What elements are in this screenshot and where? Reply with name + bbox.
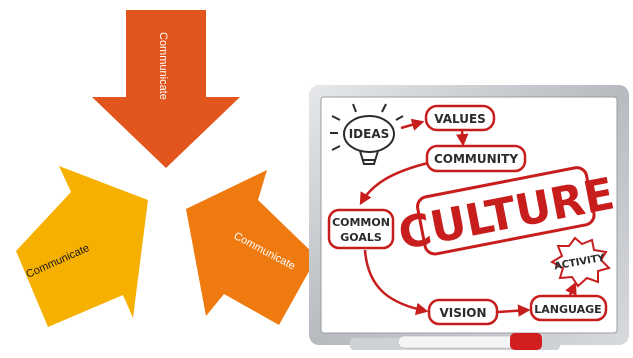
whiteboard: IDEAS VALUES COMMUNITY COMMON GOALS CULT…	[309, 85, 629, 350]
node-values: VALUES	[434, 112, 486, 126]
node-vision: VISION	[439, 306, 486, 320]
node-goals-line2: GOALS	[340, 231, 382, 244]
node-ideas: IDEAS	[349, 127, 390, 141]
whiteboard-surface	[320, 96, 618, 334]
arrow-community-goals	[359, 161, 429, 206]
marker-cap	[510, 333, 542, 350]
arrow-goals-vision	[363, 249, 429, 316]
node-language-border	[529, 294, 608, 322]
node-goals-line1: COMMON	[332, 216, 390, 229]
marker-body	[397, 335, 517, 349]
communicate-arrow-top: Communicate	[92, 10, 240, 168]
arrow-vision-language	[497, 304, 531, 317]
arrow-ideas-values	[400, 118, 425, 131]
node-vision-border	[427, 298, 499, 326]
communicate-arrow-right: Communicate	[186, 170, 317, 325]
communicate-arrow-left: Communicate	[16, 166, 148, 327]
activity-starburst	[549, 236, 611, 288]
node-values-border	[424, 104, 496, 132]
arrow-top-label: Communicate	[157, 32, 169, 100]
node-community-border	[425, 144, 527, 173]
node-goals-border	[327, 208, 395, 250]
arrow-language-activity	[565, 281, 577, 296]
lightbulb-icon	[330, 103, 404, 165]
node-language: LANGUAGE	[534, 303, 601, 316]
node-community: COMMUNITY	[434, 152, 518, 166]
arrow-values-community	[456, 130, 469, 147]
